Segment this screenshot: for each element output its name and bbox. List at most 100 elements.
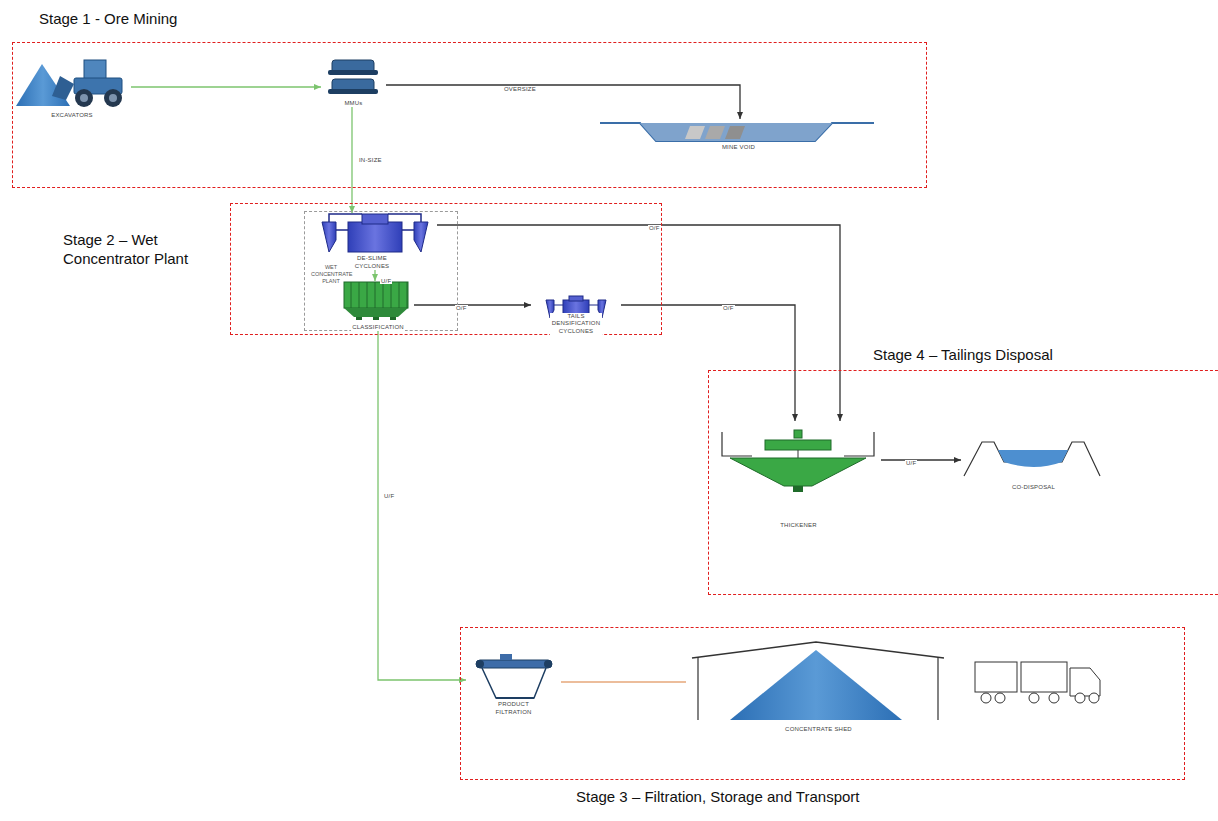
de-slime-cyclone-icon-part (329, 214, 421, 222)
flow-connector (881, 459, 961, 460)
flow-connector (561, 681, 686, 682)
excavator-icon-part (104, 89, 122, 107)
thickener-icon-part (730, 458, 866, 486)
co-disposal-icon-part (964, 442, 1100, 476)
truck-icon-part (975, 662, 1017, 692)
equipment-label: CONCENTRATE SHED (784, 726, 853, 734)
flow-label-holder: U/F (905, 451, 917, 469)
equipment-node: TAILS DENSIFICATION CYCLONES (531, 295, 621, 335)
flow-connector (414, 304, 531, 305)
flow-connector (131, 86, 321, 87)
mmu-icon (328, 60, 378, 94)
belt-filter-icon (476, 654, 552, 698)
stage-region: Stage 4 – Tailings DisposalTHICKENERCO-D… (708, 370, 1218, 595)
equipment-label: EXCAVATORS (50, 112, 94, 120)
de-slime-cyclone-icon (322, 214, 428, 252)
flow-label: OVERSIZE (503, 86, 537, 92)
flow-label-holder: O/F (648, 216, 661, 234)
de-slime-cyclone-icon-part (336, 229, 414, 231)
flow-label: U/F (380, 278, 392, 284)
equipment-node: CONCENTRATE SHED (686, 641, 951, 733)
thickener-icon-part (793, 486, 803, 492)
de-slime-cyclone-icon-part (362, 214, 388, 224)
equipment-node: DE-SLIME CYCLONES (307, 213, 437, 270)
stage-heading: Stage 3 – Filtration, Storage and Transp… (576, 788, 996, 807)
flow-connector (386, 85, 740, 119)
flow-label-holder: U/F (380, 269, 392, 287)
stage-region: Stage 3 – Filtration, Storage and Transp… (460, 627, 1185, 780)
truck-icon-part (1070, 668, 1100, 696)
excavator-icon-part (75, 89, 93, 107)
equipment-label: MMUs (343, 100, 363, 108)
classification-icon (344, 282, 408, 320)
excavator-icon-part (52, 76, 74, 100)
classification-icon-part (344, 282, 408, 308)
mine-void-icon-part (725, 126, 745, 139)
flow-connector (374, 270, 375, 281)
flow-connector (351, 107, 352, 213)
equipment-label: PRODUCT FILTRATION (488, 701, 540, 716)
truck-icon-part (1089, 693, 1099, 703)
equipment-label: MINE VOID (721, 144, 756, 152)
excavator-icon-part (109, 94, 117, 102)
thickener-icon-part (794, 430, 802, 438)
equipment-node: EXCAVATORS (13, 51, 131, 119)
stage-heading: Stage 1 - Ore Mining (39, 10, 339, 29)
mine-void-icon-part (685, 126, 705, 139)
stage-heading: Stage 2 – Wet Concentrator Plant (63, 231, 223, 269)
mmu-icon-part (328, 89, 378, 94)
concentrate-shed-icon-part (730, 650, 902, 720)
belt-filter-icon-part (476, 660, 552, 668)
mine-void-icon-part (640, 123, 832, 141)
flow-label: U/F (905, 460, 917, 466)
flow-label-holder: O/F (722, 296, 735, 314)
flow-connector (437, 225, 840, 421)
stage-region: Stage 2 – Wet Concentrator PlantWET CONC… (230, 203, 662, 335)
belt-filter-icon-part (482, 668, 546, 698)
belt-filter-icon-part (500, 654, 512, 660)
stage-region: Stage 1 - Ore MiningEXCAVATORSMMUsMINE V… (12, 42, 927, 188)
classification-icon-part (344, 308, 408, 317)
equipment-label: TAILS DENSIFICATION CYCLONES (550, 313, 602, 336)
equipment-node: CO-DISPOSAL (961, 437, 1106, 491)
flow-label: O/F (722, 305, 735, 311)
excavator-icon (16, 60, 122, 107)
equipment-node: CLASSIFICATION (342, 281, 414, 331)
belt-filter-icon-part (544, 660, 552, 668)
flow-label: O/F (455, 305, 468, 311)
truck-icon (975, 662, 1100, 703)
thickener-icon-part (765, 440, 831, 450)
flow-label-holder: O/F (455, 296, 468, 314)
equipment-label: DE-SLIME CYCLONES (341, 255, 403, 270)
de-slime-cyclone-icon-part (322, 222, 336, 252)
equipment-node: PRODUCT FILTRATION (466, 651, 561, 716)
equipment-label: THICKENER (779, 522, 817, 530)
co-disposal-icon-part (998, 450, 1068, 467)
flow-label: IN-SIZE (358, 157, 383, 163)
equipment-node: THICKENER (716, 421, 881, 529)
truck-icon-part (1049, 693, 1059, 703)
flow-label-holder: IN-SIZE (358, 148, 383, 166)
excavator-icon-part (84, 60, 106, 80)
flow-label: O/F (648, 225, 661, 231)
classification-icon-part (390, 317, 396, 320)
densification-cyclone-icon-part (554, 305, 598, 306)
concentrate-shed-icon (692, 642, 944, 720)
truck-icon-part (1021, 662, 1067, 692)
belt-filter-icon-part (476, 660, 484, 668)
flow-connector (378, 331, 466, 680)
de-slime-cyclone-icon-part (414, 222, 428, 252)
truck-icon-part (995, 693, 1005, 703)
mine-void-icon-part (600, 123, 874, 141)
belt-filter-icon-part (496, 697, 534, 699)
flow-label-holder: OVERSIZE (503, 77, 537, 95)
de-slime-cyclone-icon-part (348, 222, 402, 252)
flow-label: U/F (383, 493, 395, 499)
equipment-label: CLASSIFICATION (351, 324, 405, 332)
co-disposal-icon (964, 442, 1100, 476)
classification-icon-part (373, 317, 379, 320)
classification-icon-part (356, 317, 362, 320)
